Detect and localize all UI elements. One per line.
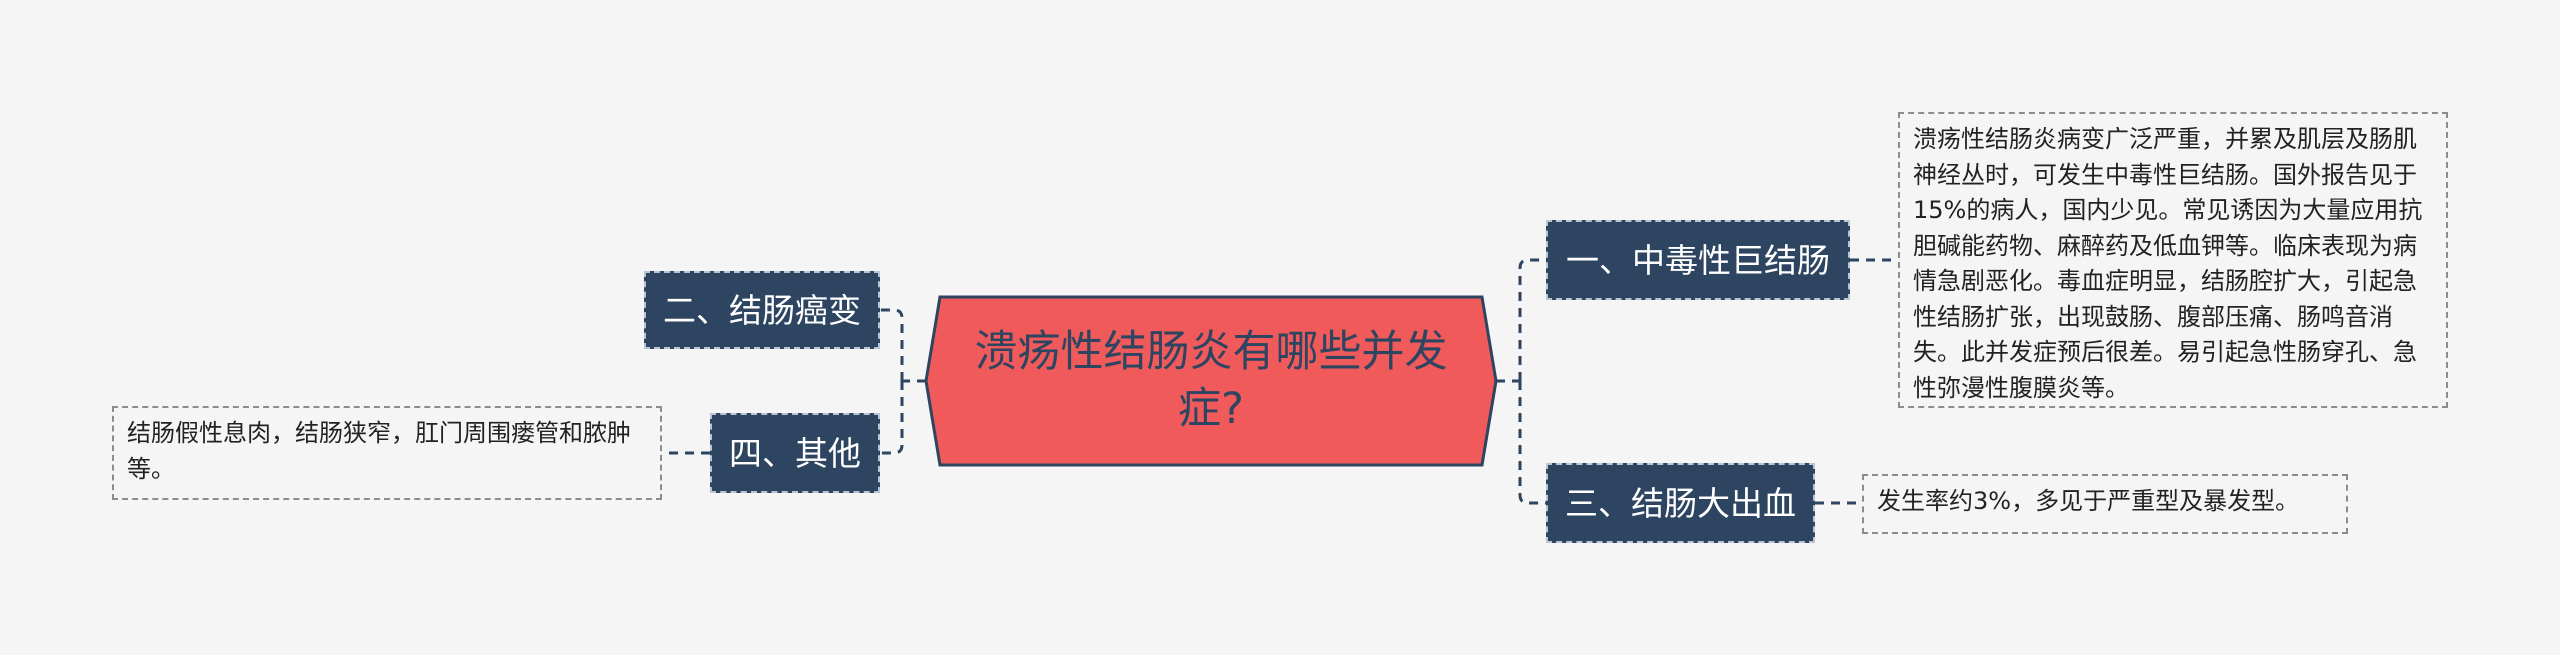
note-text: 溃疡性结肠炎病变广泛严重，并累及肌层及肠肌神经丛时，可发生中毒性巨结肠。国外报告… — [1913, 125, 2423, 402]
branch-label: 二、结肠癌变 — [663, 290, 861, 330]
branch-colon-cancer[interactable]: 二、结肠癌变 — [644, 271, 880, 349]
root-label: 溃疡性结肠炎有哪些并发症? — [974, 327, 1448, 434]
branch-massive-bleeding[interactable]: 三、结肠大出血 — [1546, 463, 1815, 543]
branch-label: 三、结肠大出血 — [1565, 483, 1796, 523]
left-connectors — [662, 308, 926, 455]
right-connectors — [1496, 258, 1898, 505]
note-other: 结肠假性息肉，结肠狭窄，肛门周围瘘管和脓肿等。 — [112, 406, 662, 500]
branch-label: 四、其他 — [729, 433, 861, 473]
branch-other[interactable]: 四、其他 — [710, 413, 880, 493]
note-massive-bleeding: 发生率约3%，多见于严重型及暴发型。 — [1862, 474, 2348, 534]
branch-toxic-megacolon[interactable]: 一、中毒性巨结肠 — [1546, 220, 1850, 300]
branch-label: 一、中毒性巨结肠 — [1566, 240, 1830, 280]
root-node[interactable]: 溃疡性结肠炎有哪些并发症? — [926, 297, 1496, 465]
note-text: 发生率约3%，多见于严重型及暴发型。 — [1877, 487, 2300, 515]
note-text: 结肠假性息肉，结肠狭窄，肛门周围瘘管和脓肿等。 — [127, 419, 631, 483]
note-toxic-megacolon: 溃疡性结肠炎病变广泛严重，并累及肌层及肠肌神经丛时，可发生中毒性巨结肠。国外报告… — [1898, 112, 2448, 408]
